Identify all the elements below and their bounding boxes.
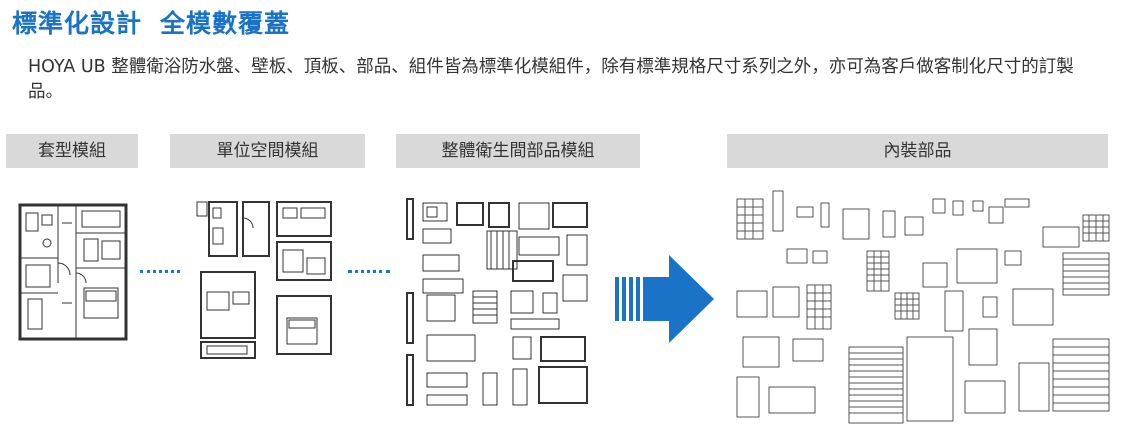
interior-parts-plans — [733, 187, 1113, 427]
category-label-suite-module: 套型模組 — [6, 134, 138, 168]
category-label-unit-space-module: 單位空間模組 — [170, 134, 365, 168]
category-label-interior-parts: 內裝部品 — [727, 134, 1108, 168]
page-title: 標準化設計全模數覆蓋 — [12, 4, 308, 40]
bathroom-parts-module-plans — [403, 195, 593, 413]
connector-dots-1 — [140, 270, 180, 277]
unit-space-module-plans — [193, 198, 335, 363]
suite-floor-plan — [18, 203, 130, 343]
description-text: HOYA UB 整體衛浴防水盤、壁板、頂板、部品、組件皆為標準化模組件，除有標準… — [28, 57, 1074, 102]
connector-dots-2 — [348, 270, 390, 277]
arrow-right-icon — [615, 255, 714, 343]
title-part2: 全模數覆蓋 — [160, 9, 291, 38]
category-label-bathroom-parts-module: 整體衛生間部品模組 — [396, 134, 640, 168]
title-part1: 標準化設計 — [12, 9, 143, 38]
